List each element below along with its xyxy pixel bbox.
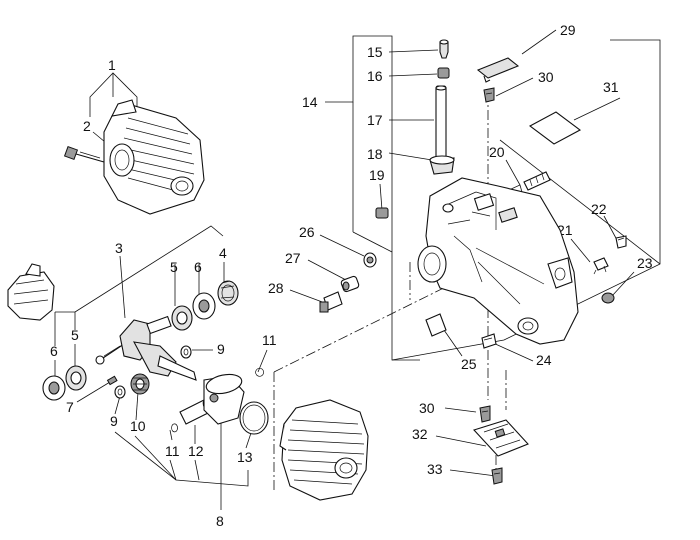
callout-24: 24 [536, 352, 552, 368]
callout-1: 1 [108, 57, 116, 73]
callout-18: 18 [367, 146, 383, 162]
circlip-11-left [171, 423, 178, 433]
callout-14: 14 [302, 94, 318, 110]
callout-27: 27 [285, 250, 301, 266]
seal-4 [217, 280, 239, 306]
cylinder-bolt [63, 145, 105, 163]
cylinder-assembly-top [63, 99, 205, 215]
callout-labels: 1 2 3 4 5 5 6 6 7 8 9 9 10 11 11 12 13 1… [50, 22, 653, 529]
callout-9b: 9 [110, 413, 118, 429]
callout-30a: 30 [538, 69, 554, 85]
callout-13: 13 [237, 449, 253, 465]
callout-17: 17 [367, 112, 383, 128]
connecting-rod [157, 355, 197, 381]
callout-31: 31 [603, 79, 619, 95]
callout-32: 32 [412, 426, 428, 442]
circlip-11-right [255, 367, 264, 377]
callout-11a: 11 [262, 332, 277, 348]
plug-23 [601, 292, 615, 304]
callout-10: 10 [130, 418, 146, 434]
screw-33 [491, 467, 503, 485]
washer-9-left [114, 385, 126, 399]
callout-30b: 30 [419, 400, 435, 416]
filter-19 [375, 207, 389, 219]
crankcase-half-left [7, 263, 55, 321]
label-31 [528, 111, 582, 145]
oil-stack-15-18 [429, 39, 455, 175]
callout-33: 33 [427, 461, 443, 477]
callout-3: 3 [115, 240, 123, 256]
seal-6-right [192, 292, 216, 320]
callout-19: 19 [369, 167, 385, 183]
callout-7: 7 [66, 399, 74, 415]
callout-15: 15 [367, 44, 383, 60]
needle-bearing-10 [130, 373, 150, 395]
callout-12: 12 [188, 443, 204, 459]
oil-fitting-20 [523, 171, 551, 191]
screw-30-lower [479, 405, 491, 423]
screw-30-upper [483, 87, 495, 103]
key-7 [106, 375, 118, 386]
screw-22 [615, 235, 627, 249]
callout-2: 2 [83, 118, 91, 134]
crankcase-main [417, 177, 579, 345]
bracket-32 [473, 419, 529, 457]
callout-8: 8 [216, 513, 224, 529]
cap-29 [476, 57, 520, 83]
cylinder-assembly-bottom [279, 399, 369, 501]
callout-23: 23 [637, 255, 653, 271]
callout-25: 25 [461, 356, 477, 372]
plug-28 [319, 291, 343, 313]
callout-22: 22 [591, 201, 607, 217]
callout-6b: 6 [50, 343, 58, 359]
callout-6a: 6 [194, 259, 202, 275]
piston-8 [203, 373, 245, 425]
screw-24 [481, 333, 497, 349]
bearing-5-left [65, 365, 87, 391]
bracket-25 [425, 313, 447, 337]
callout-28: 28 [268, 280, 284, 296]
callout-26: 26 [299, 224, 315, 240]
callout-9a: 9 [217, 341, 225, 357]
callout-29: 29 [560, 22, 576, 38]
callout-20: 20 [489, 144, 505, 160]
callout-5a: 5 [170, 259, 178, 275]
clip-21 [593, 257, 609, 275]
callout-4: 4 [219, 245, 227, 261]
fitting-26 [363, 252, 377, 268]
hose-27 [340, 275, 360, 293]
piston-ring-13 [239, 401, 269, 435]
callout-11b: 11 [165, 443, 180, 459]
washer-9-right [180, 345, 192, 359]
seal-6-left [42, 375, 66, 401]
bearing-5-right [171, 305, 193, 331]
leader-lines [54, 29, 661, 510]
callout-5b: 5 [71, 327, 79, 343]
callout-16: 16 [367, 68, 383, 84]
